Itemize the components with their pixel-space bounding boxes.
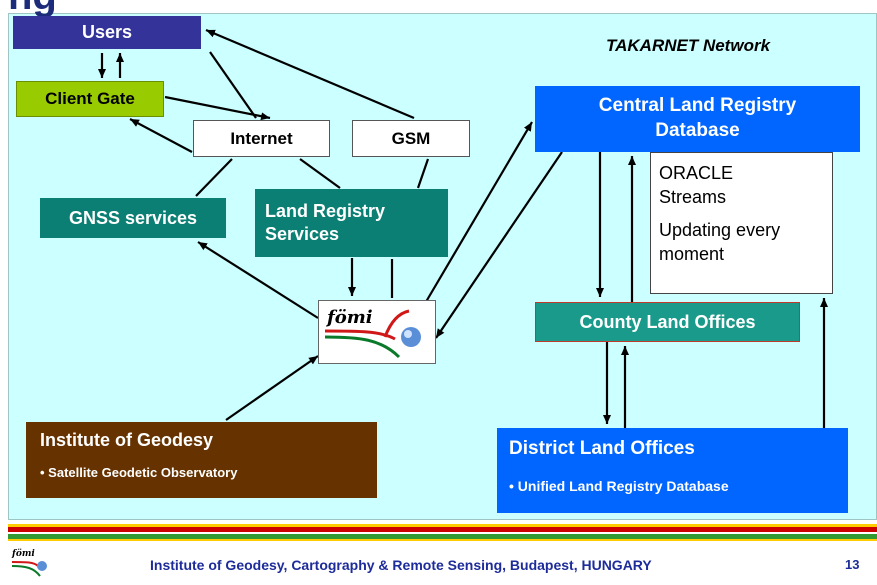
gnss-services-node: GNSS services [40,198,226,238]
gnss-label: GNSS services [68,207,198,228]
lrs-label-line2: Services [265,224,340,244]
internet-label: Internet [230,128,293,148]
oracle-line2: Streams [659,187,727,208]
internet-node: Internet [193,120,330,157]
oracle-streams-note: ORACLE Streams Updating every moment [650,152,833,294]
footer-fomi-logo: fömi [10,546,50,582]
district-bullet: • Unified Land Registry Database [509,478,729,494]
land-registry-services-node: Land Registry Services [255,189,448,257]
central-label-line2: Database [655,120,740,141]
footer-stripes [8,524,877,541]
slide-title-fragment: ng [8,0,57,16]
network-label: TAKARNET Network [606,36,771,55]
users-node: Users [13,16,201,49]
client-gate-node: Client Gate [16,81,164,117]
page-number: 13 [845,557,860,572]
county-land-offices-node: County Land Offices [535,302,800,342]
gsm-node: GSM [352,120,470,157]
client-gate-label: Client Gate [45,89,135,108]
institute-title: Institute of Geodesy [40,430,214,450]
footer-institution: Institute of Geodesy, Cartography & Remo… [150,557,652,573]
central-land-registry-db-node: Central Land Registry Database [535,86,860,152]
institute-bullet: • Satellite Geodetic Observatory [40,465,238,480]
oracle-line3: Updating every [659,219,781,240]
central-label-line1: Central Land Registry [598,95,797,117]
district-title: District Land Offices [509,438,695,459]
fomi-logo-text: fömi [325,307,373,328]
oracle-line1: ORACLE [659,163,734,183]
county-label: County Land Offices [579,311,756,332]
oracle-line4: moment [659,243,725,264]
gsm-label: GSM [391,128,431,148]
district-land-offices-node: District Land Offices • Unified Land Reg… [497,428,848,513]
institute-of-geodesy-node: Institute of Geodesy • Satellite Geodeti… [26,422,377,498]
lrs-label-line1: Land Registry [265,200,386,221]
svg-text:fömi: fömi [11,548,35,559]
fomi-logo: fömi [318,300,436,364]
users-label: Users [81,22,133,42]
